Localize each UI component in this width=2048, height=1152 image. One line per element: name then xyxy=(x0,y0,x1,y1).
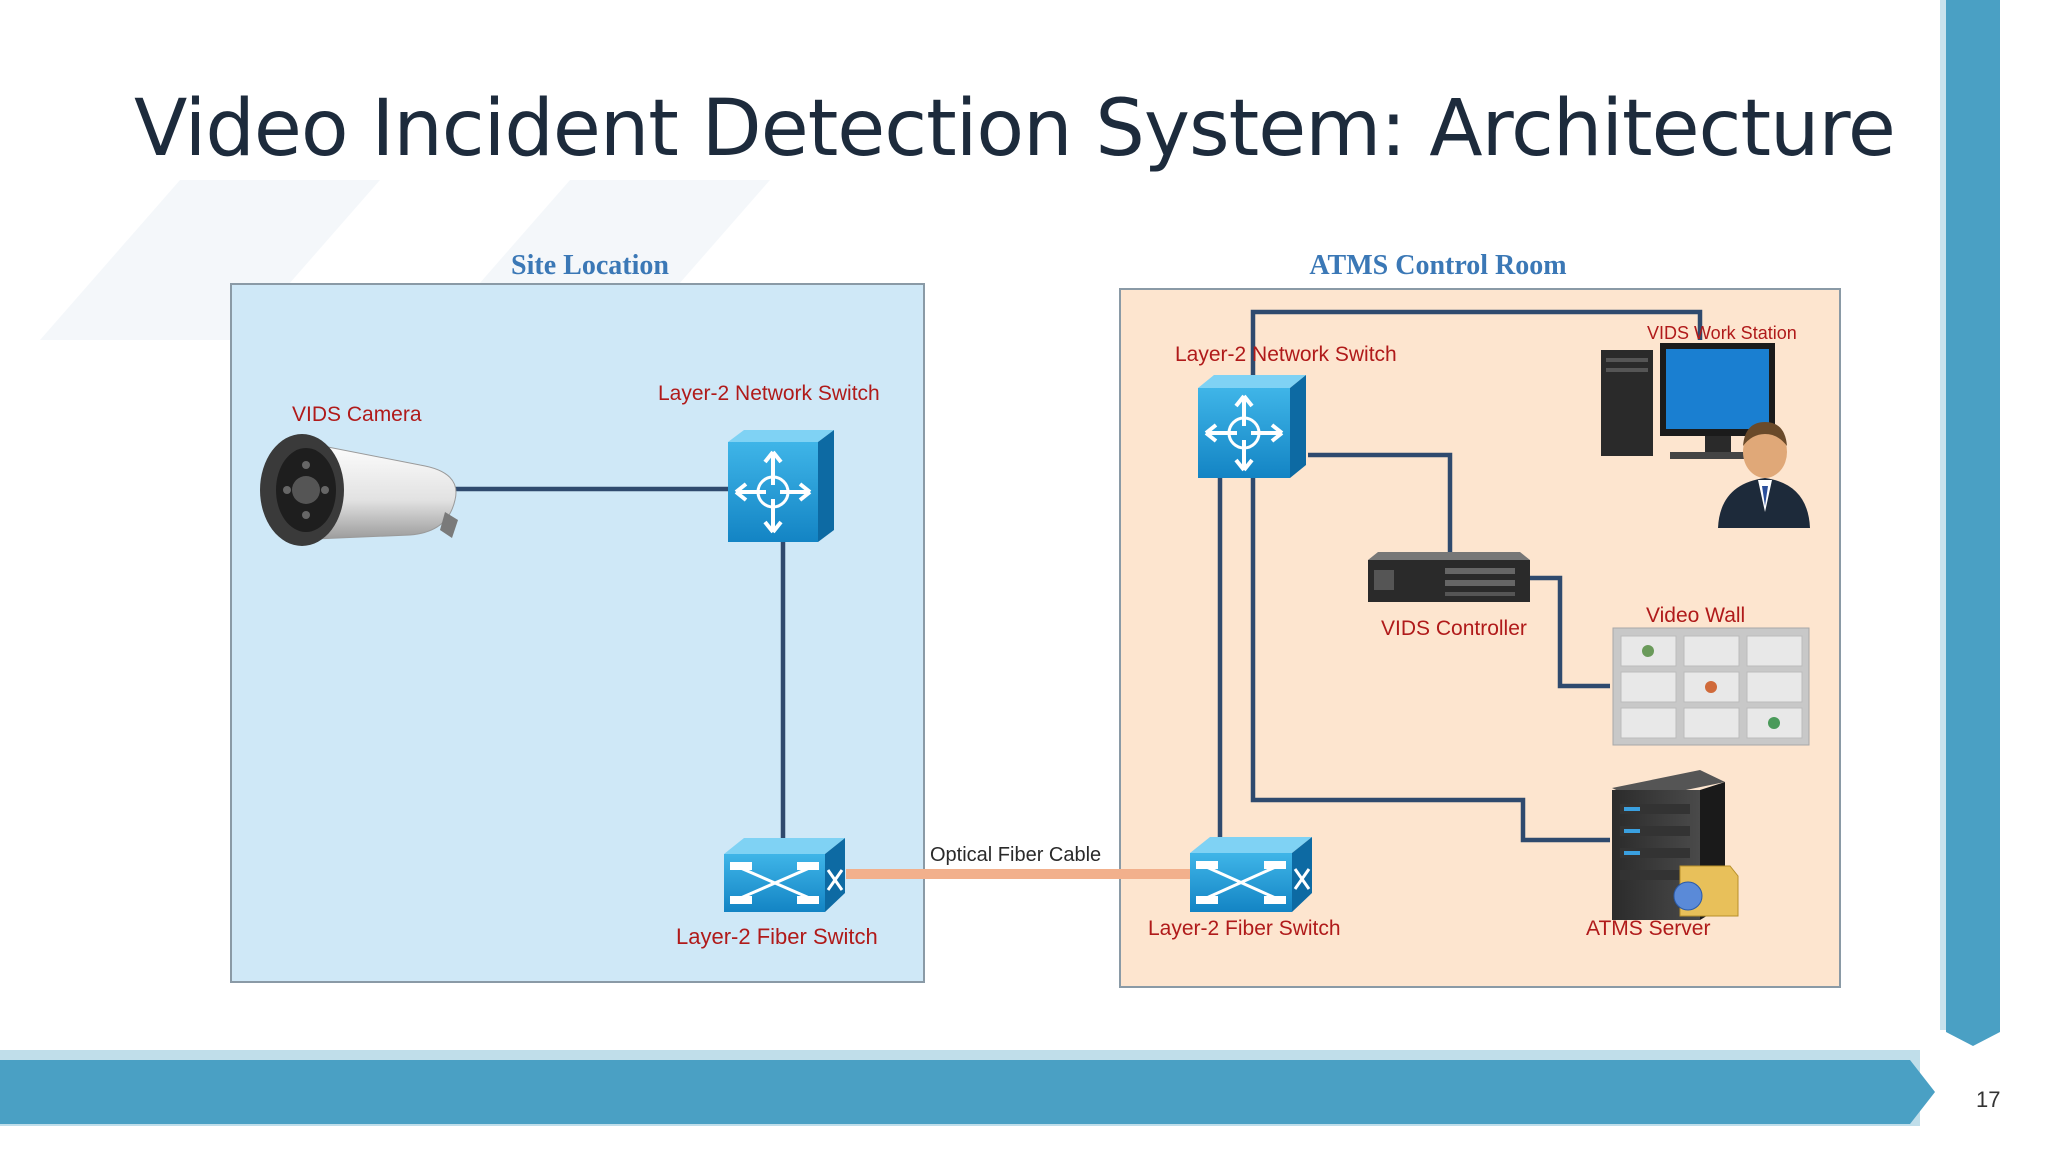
vids-controller-label: VIDS Controller xyxy=(1381,617,1527,640)
right-accent-bar xyxy=(1940,0,2000,1046)
control-network-switch-label: Layer-2 Network Switch xyxy=(1175,343,1397,366)
site-network-switch-label: Layer-2 Network Switch xyxy=(658,382,880,405)
slide-title: Video Incident Detection System: Archite… xyxy=(134,84,1896,174)
video-wall-label: Video Wall xyxy=(1646,604,1745,627)
fiber-switch-icon xyxy=(724,838,845,912)
video-wall-icon xyxy=(1612,627,1810,746)
vids-camera-label: VIDS Camera xyxy=(292,403,422,426)
workstation-label: VIDS Work Station xyxy=(1647,323,1797,343)
site-fiber-switch-label: Layer-2 Fiber Switch xyxy=(676,924,878,949)
network-links xyxy=(455,309,1703,850)
controller-icon xyxy=(1368,552,1530,602)
control-fiber-switch-label: Layer-2 Fiber Switch xyxy=(1148,917,1341,940)
page-number: 17 xyxy=(1976,1087,2001,1112)
site-location-title: Site Location xyxy=(511,250,669,281)
network-switch-icon xyxy=(728,430,834,542)
server-icon xyxy=(1612,770,1739,920)
atms-server-label: ATMS Server xyxy=(1586,917,1710,940)
camera-icon xyxy=(260,434,458,546)
optical-fiber-cable-label: Optical Fiber Cable xyxy=(930,844,1101,866)
bottom-accent-bar xyxy=(0,1050,1935,1126)
workstation-icon xyxy=(1601,343,1775,459)
control-room-title: ATMS Control Room xyxy=(1309,250,1566,281)
network-switch-icon xyxy=(1198,375,1306,478)
fiber-switch-icon xyxy=(1190,837,1312,912)
operator-icon xyxy=(1718,422,1810,528)
